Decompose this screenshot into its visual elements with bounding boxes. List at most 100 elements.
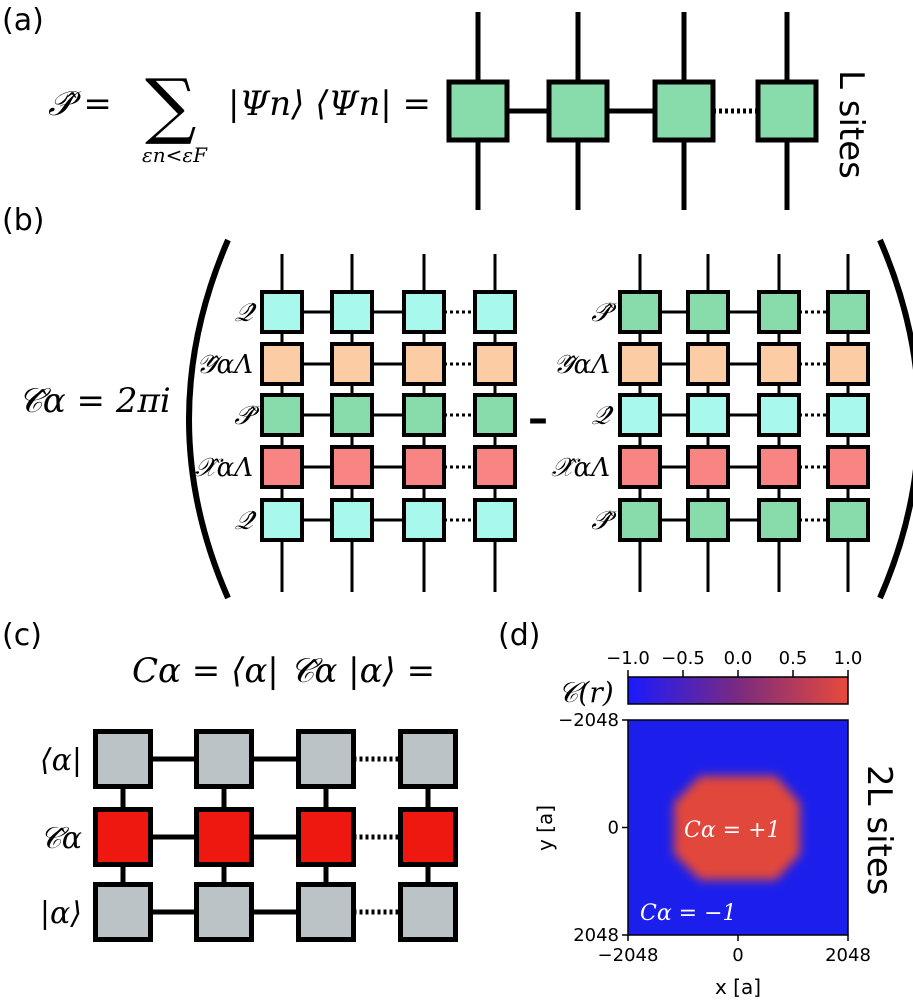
colorbar-tick-label: 0.0	[724, 648, 753, 669]
tensor-tile	[473, 393, 517, 437]
tensor-tile	[473, 342, 517, 386]
tensor-tile	[93, 882, 153, 942]
panel-b-label: (b)	[2, 203, 44, 238]
tensor-tile	[402, 290, 446, 334]
tensor-tile	[826, 342, 870, 386]
x-tick-label: 2048	[825, 945, 871, 966]
panel-d-label: (d)	[498, 618, 540, 653]
tensor-tile	[757, 290, 801, 334]
tensor-tile	[446, 79, 510, 143]
right-parenthesis	[877, 238, 913, 600]
annotation-inner: Cα = +1	[684, 818, 781, 843]
y-tick-label: 2048	[573, 925, 619, 946]
tensor-tile	[826, 393, 870, 437]
panel-b-right-tensor-grid	[618, 254, 870, 592]
tensor-tile	[755, 79, 819, 143]
y-axis-label: y [a]	[533, 805, 557, 851]
panel-b-right-row-label: 𝒫̂	[591, 298, 617, 328]
panel-a: (a) 𝒫̂ = ∑ εn<εF |Ψn⟩ ⟨Ψn| = L sites	[2, 3, 871, 210]
tensor-tile	[296, 882, 356, 942]
tensor-tile	[618, 290, 662, 334]
panel-c-row-label: |α⟩	[40, 896, 82, 931]
tensor-tile	[686, 498, 730, 542]
tensor-tile	[260, 290, 304, 334]
panel-a-label: (a)	[2, 3, 44, 38]
tensor-tile	[686, 342, 730, 386]
tensor-tile	[402, 393, 446, 437]
left-parenthesis	[186, 238, 231, 600]
colorbar	[627, 676, 849, 705]
tensor-tile	[194, 729, 254, 789]
tensor-tile	[330, 498, 374, 542]
y-tick-label: 0	[608, 818, 619, 839]
panel-b-left-row-label: 𝒬̂	[234, 298, 257, 328]
panel-c: (c) Cα = ⟨α| 𝒞̂α |α⟩ = ⟨α|𝒞̂α|α⟩	[2, 618, 458, 942]
tensor-tile	[618, 342, 662, 386]
tensor-tile	[402, 498, 446, 542]
panel-c-row-label: 𝒞̂α	[40, 821, 82, 856]
tensor-tile	[757, 342, 801, 386]
panel-b-right-row-label: 𝒬̂	[591, 401, 614, 431]
panel-c-tensor-grid	[93, 729, 458, 942]
colorbar-tick-label: −0.5	[661, 648, 705, 669]
panel-b: (b) 𝒞̂α = 2πi – 𝒬̂𝒴̂αΛ𝒫̂𝒳̂αΛ𝒬̂𝒫̂𝒴̂αΛ𝒬̂𝒳̂…	[2, 203, 913, 600]
panel-b-left-row-label: 𝒬̂	[234, 506, 257, 536]
x-tick-label: 0	[732, 945, 743, 966]
panel-a-eq-rhs: |Ψn⟩ ⟨Ψn| =	[228, 84, 431, 124]
tensor-tile	[757, 498, 801, 542]
tensor-tile	[398, 882, 458, 942]
tensor-tile	[330, 445, 374, 489]
panel-a-tensor-chain	[446, 12, 819, 210]
colorbar-label: 𝒞(r)	[558, 676, 614, 709]
panel-b-right-row-label: 𝒳̂αΛ	[551, 453, 610, 483]
panel-b-left-row-label: 𝒴̂αΛ	[196, 350, 253, 380]
x-tick-label: −2048	[598, 945, 659, 966]
tensor-tile	[652, 79, 716, 143]
panel-b-minus: –	[528, 396, 548, 442]
tensor-tile	[826, 445, 870, 489]
tensor-tile	[473, 445, 517, 489]
panel-a-sum: ∑	[145, 63, 196, 147]
tensor-tile	[618, 498, 662, 542]
tensor-tile	[402, 445, 446, 489]
panel-b-eq-lhs: 𝒞̂α = 2πi	[18, 381, 171, 421]
tensor-tile	[473, 290, 517, 334]
tensor-tile	[260, 342, 304, 386]
tensor-tile	[260, 393, 304, 437]
panel-a-eq-lhs: 𝒫̂ =	[48, 84, 112, 124]
tensor-tile	[686, 393, 730, 437]
tensor-tile	[194, 882, 254, 942]
panel-c-equation: Cα = ⟨α| 𝒞̂α |α⟩ =	[132, 651, 435, 691]
tensor-tile	[93, 729, 153, 789]
panel-b-left-tensor-grid	[260, 254, 517, 592]
tensor-tile	[330, 342, 374, 386]
tensor-tile	[757, 393, 801, 437]
colorbar-tick-label: 1.0	[834, 648, 863, 669]
tensor-tile	[618, 445, 662, 489]
tensor-tile	[260, 445, 304, 489]
panel-a-side-text: L sites	[831, 70, 871, 179]
panel-b-left-row-label: 𝒳̂αΛ	[194, 453, 253, 483]
heatmap-blob-cplus	[674, 776, 800, 880]
panel-a-sum-sub: εn<εF	[142, 143, 208, 167]
tensor-tile	[826, 290, 870, 334]
tensor-tile	[618, 393, 662, 437]
tensor-tile	[473, 498, 517, 542]
x-axis-label: x [a]	[715, 975, 761, 999]
tensor-tile	[757, 445, 801, 489]
panel-c-label: (c)	[2, 618, 42, 653]
tensor-tile	[260, 498, 304, 542]
tensor-tile	[826, 498, 870, 542]
panel-c-row-labels: ⟨α|𝒞̂α|α⟩	[40, 743, 82, 931]
panel-d-side-text: 2L sites	[859, 765, 899, 896]
tensor-tile	[330, 393, 374, 437]
colorbar-tick-label: 0.5	[779, 648, 808, 669]
tensor-tile	[194, 807, 254, 867]
panel-b-right-row-label: 𝒫̂	[591, 506, 617, 536]
tensor-tile	[398, 807, 458, 867]
